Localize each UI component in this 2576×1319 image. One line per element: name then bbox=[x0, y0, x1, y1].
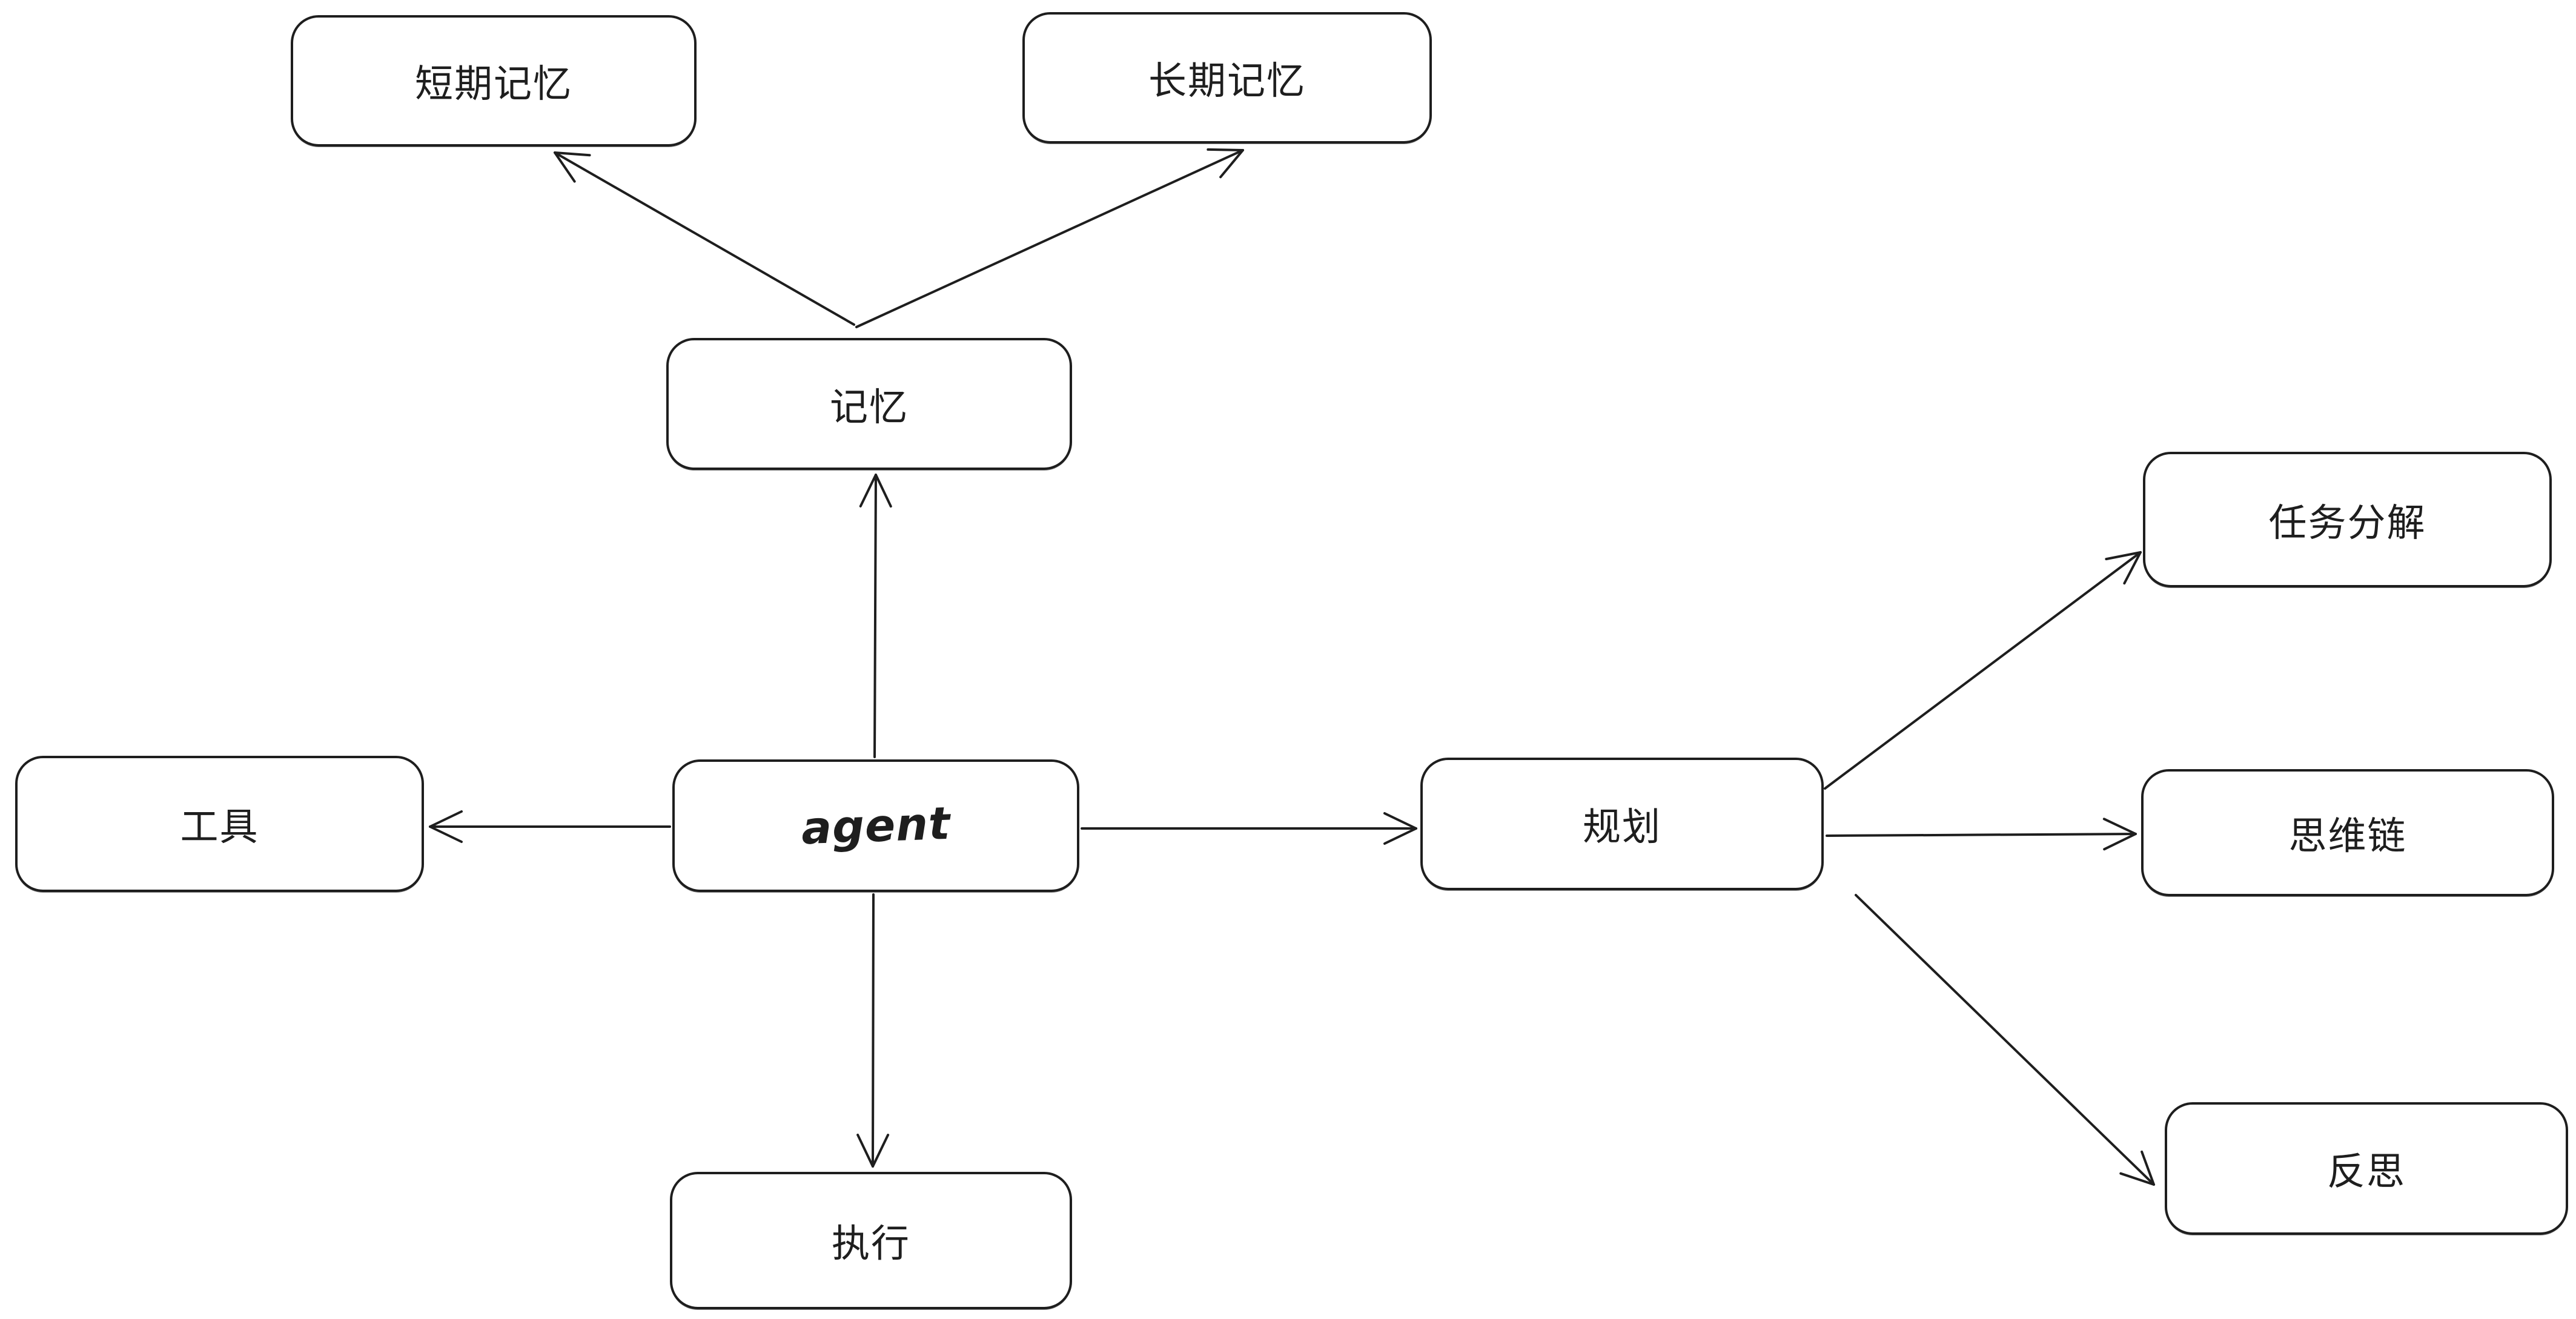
node-agent[interactable]: agent bbox=[672, 759, 1079, 892]
chain-of-thought-label: 思维链 bbox=[2288, 813, 2407, 858]
memory-label: 记忆 bbox=[830, 385, 909, 429]
task-decomposition-label: 任务分解 bbox=[2268, 500, 2426, 545]
execution-label: 执行 bbox=[832, 1221, 910, 1266]
node-planning[interactable]: 规划 bbox=[1420, 758, 1824, 890]
edge-memory-to-long-term-memory bbox=[855, 148, 1244, 328]
node-memory[interactable]: 记忆 bbox=[666, 338, 1072, 470]
node-long-term-memory[interactable]: 长期记忆 bbox=[1022, 12, 1432, 144]
node-tools[interactable]: 工具 bbox=[15, 756, 424, 892]
edge-planning-to-task-decomposition bbox=[1824, 551, 2142, 790]
long-term-memory-label: 长期记忆 bbox=[1148, 59, 1306, 103]
node-reflection[interactable]: 反思 bbox=[2165, 1102, 2568, 1235]
planning-label: 规划 bbox=[1583, 805, 1661, 849]
node-task-decomposition[interactable]: 任务分解 bbox=[2143, 452, 2552, 587]
agent-label: agent bbox=[800, 797, 952, 855]
edge-agent-to-memory bbox=[859, 474, 892, 758]
edge-planning-to-chain-of-thought bbox=[1826, 818, 2137, 851]
node-chain-of-thought[interactable]: 思维链 bbox=[2141, 769, 2554, 896]
tools-label: 工具 bbox=[180, 805, 259, 849]
edge-memory-to-short-term-memory bbox=[554, 151, 855, 326]
short-term-memory-label: 短期记忆 bbox=[415, 62, 572, 106]
reflection-label: 反思 bbox=[2327, 1149, 2406, 1194]
edge-planning-to-reflection bbox=[1855, 894, 2155, 1186]
node-execution[interactable]: 执行 bbox=[670, 1172, 1072, 1309]
node-short-term-memory[interactable]: 短期记忆 bbox=[291, 15, 697, 147]
